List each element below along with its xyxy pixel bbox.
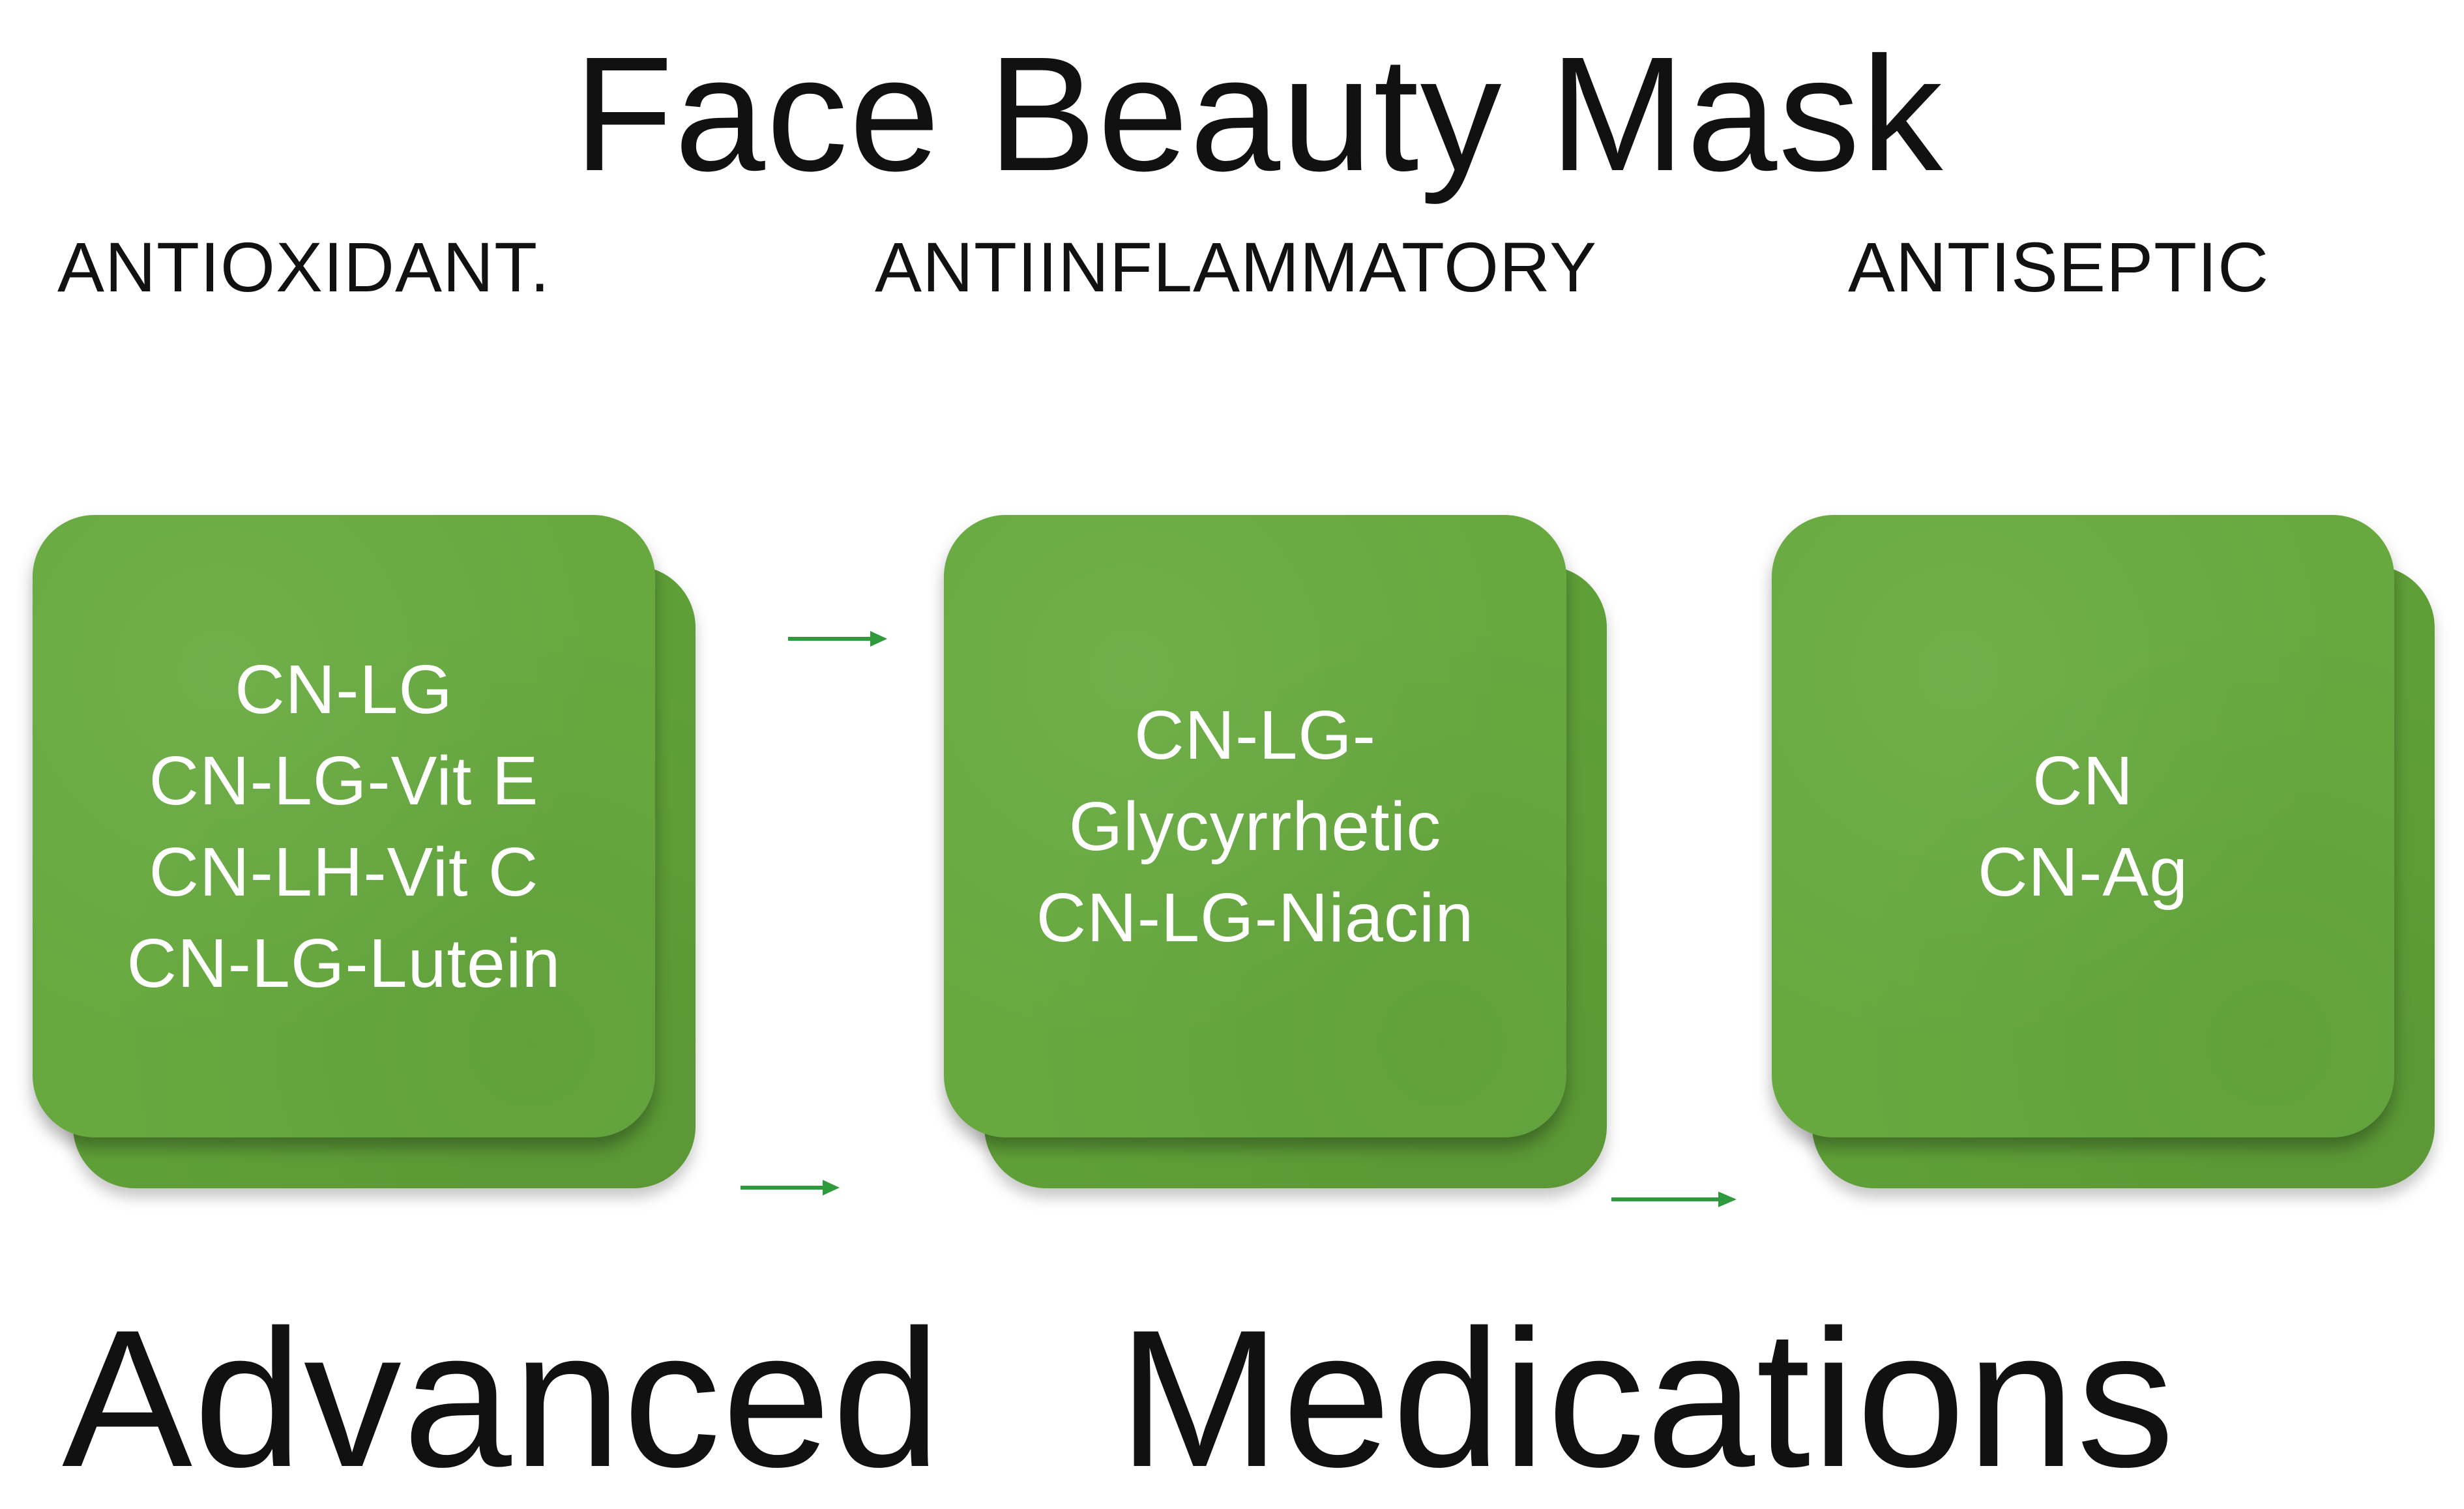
category-label-antioxidant: ANTIOXIDANT. [57,227,551,306]
card-text: CN CN-Ag [1978,735,2188,918]
card-line: CN-Ag [1977,833,2189,911]
card-line: CN-LG [235,651,453,728]
arrow-right-icon [741,1180,840,1195]
card-stack-antiinflammatory: CN-LG- Glycyrrhetic CN-LG-Niacin [944,515,1609,1188]
card-text: CN-LG- Glycyrrhetic CN-LG-Niacin [1036,690,1474,963]
arrow-right-icon [788,631,887,647]
arrow-right-icon [1611,1192,1737,1207]
bottom-word-medications: Medications [1118,1289,2176,1508]
card-front: CN-LG CN-LG-Vit E CN-LH-Vit C CN-LG-Lute… [33,515,655,1137]
card-front: CN-LG- Glycyrrhetic CN-LG-Niacin [944,515,1566,1137]
bottom-word-advanced: Advanced [62,1289,943,1508]
category-label-antiinflammatory: ANTIINFLAMMATORY [875,227,1598,306]
card-stack-antioxidant: CN-LG CN-LG-Vit E CN-LH-Vit C CN-LG-Lute… [33,515,697,1188]
card-stack-antiseptic: CN CN-Ag [1772,515,2437,1188]
card-line: CN-LG- [1134,696,1377,774]
card-line: CN-LG-Vit E [149,742,539,819]
diagram-title: Face Beauty Mask [574,23,1944,205]
card-line: CN [2032,742,2134,819]
card-line: Glycyrrhetic [1068,787,1442,865]
card-text: CN-LG CN-LG-Vit E CN-LH-Vit C CN-LG-Lute… [127,644,561,1009]
card-line: CN-LG-Niacin [1036,879,1474,956]
card-line: CN-LH-Vit C [149,833,539,911]
card-line: CN-LG-Lutein [126,924,561,1002]
category-label-antiseptic: ANTISEPTIC [1848,227,2270,306]
card-front: CN CN-Ag [1772,515,2394,1137]
